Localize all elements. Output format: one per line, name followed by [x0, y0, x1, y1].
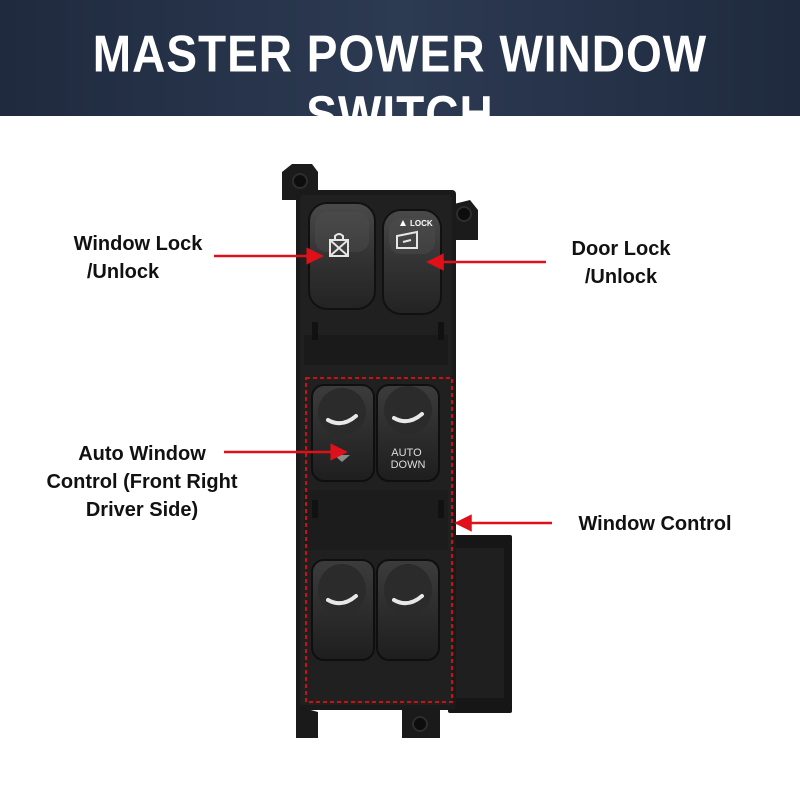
door-lock-button[interactable] [382, 209, 442, 315]
callout-window-lock: Window Lock /Unlock [73, 233, 203, 283]
callout-window-control: Window Control [578, 513, 732, 535]
window-switch-rear-left[interactable] [311, 559, 375, 661]
finger-pull-icon [326, 594, 358, 606]
title-banner: MASTER POWER WINDOW SWITCH [0, 0, 800, 143]
door-lock-icon [396, 230, 418, 249]
connector-housing [448, 535, 512, 713]
callout-auto-window: Auto Window Control (Front Right Driver … [46, 443, 238, 521]
finger-pull-icon [326, 414, 358, 426]
lock-label: LOCK [410, 219, 433, 228]
lock-triangle-icon [400, 220, 406, 226]
window-control-highlight [305, 377, 453, 703]
page-title: MASTER POWER WINDOW SWITCH [92, 24, 708, 144]
finger-pull-icon [392, 412, 424, 424]
callout-door-lock: Door Lock /Unlock [571, 238, 671, 288]
auto-down-label: AUTO DOWN [391, 447, 426, 471]
window-switch-auto-down[interactable] [376, 384, 440, 482]
finger-pull-icon [392, 594, 424, 606]
window-switch-rear-right[interactable] [376, 559, 440, 661]
window-switch-front-left[interactable] [311, 384, 375, 482]
window-lock-icon [329, 233, 349, 257]
